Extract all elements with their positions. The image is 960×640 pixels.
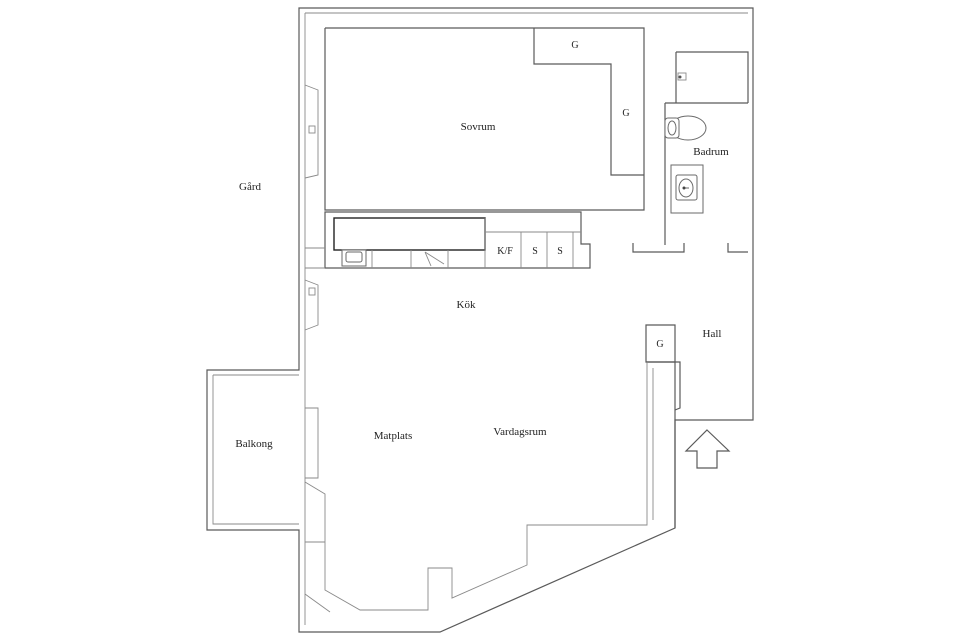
room-label-balkong: Balkong [235,438,273,450]
bedroom-walls [304,27,645,211]
toilet-icon [664,115,707,141]
storage-label-s2: S [557,246,563,257]
room-label-matplats: Matplats [374,430,413,442]
storage-label-s1: S [532,246,538,257]
living-walls [304,247,648,613]
stove-icon [341,249,367,267]
outer-walls [206,7,754,633]
bathroom-walls [632,51,749,253]
entrance-arrow-icon [684,429,731,469]
storage-label-g-top: G [571,40,578,51]
shower-icon [677,72,687,81]
sink-icon [675,174,698,201]
storage-label-g-hall: G [656,339,663,350]
room-label-kok: Kök [457,299,476,311]
storage-label-g-side: G [622,108,629,119]
room-label-gard: Gård [239,181,261,193]
room-label-badrum: Badrum [693,146,729,158]
storage-label-kf: K/F [497,246,513,257]
room-label-vardagsrum: Vardagsrum [493,426,547,438]
hall-walls [645,324,681,528]
room-label-hall: Hall [703,328,722,340]
room-label-sovrum: Sovrum [461,121,496,133]
